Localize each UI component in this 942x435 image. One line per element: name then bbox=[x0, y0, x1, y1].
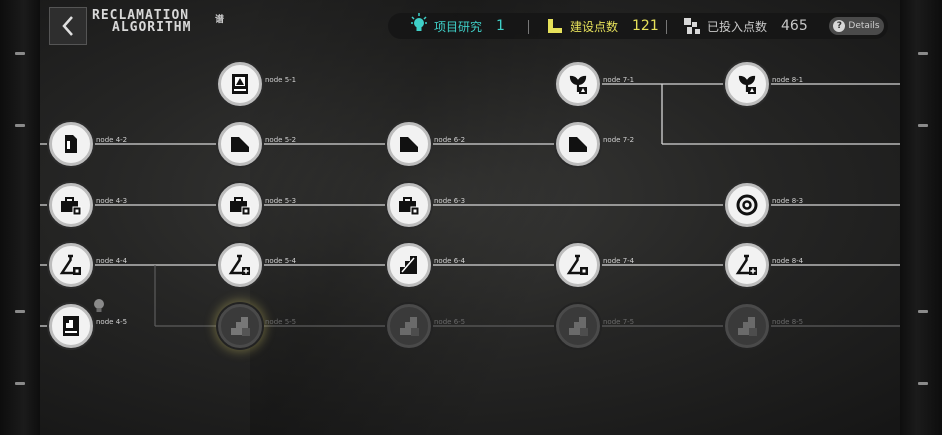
logo-line-2: ALGORITHM bbox=[112, 20, 192, 35]
briefcase-icon bbox=[61, 197, 82, 216]
right-bezel bbox=[900, 0, 942, 435]
node-6-2-label: node 6-2 bbox=[434, 136, 466, 144]
briefcase-icon bbox=[399, 197, 420, 216]
node-4-2[interactable] bbox=[49, 122, 93, 166]
node-6-4[interactable] bbox=[387, 243, 431, 287]
chevron-left-icon bbox=[62, 16, 73, 36]
node-7-2-label: node 7-2 bbox=[603, 136, 635, 144]
stairs-icon bbox=[400, 256, 417, 274]
node-8-3[interactable] bbox=[725, 183, 769, 227]
node-6-3-label: node 6-3 bbox=[434, 197, 466, 205]
node-5-4[interactable] bbox=[218, 243, 262, 287]
node-7-5-label: node 7-5 bbox=[603, 318, 635, 326]
flask-icon bbox=[59, 254, 81, 275]
node-4-5[interactable] bbox=[49, 304, 93, 348]
ramp-icon bbox=[400, 137, 418, 152]
node-8-3-label: node 8-3 bbox=[772, 197, 804, 205]
research-value: 1 bbox=[496, 18, 505, 34]
node-4-5-label: node 4-5 bbox=[96, 318, 128, 326]
node-5-2[interactable] bbox=[218, 122, 262, 166]
node-6-2[interactable] bbox=[387, 122, 431, 166]
node-4-3-label: node 4-3 bbox=[96, 197, 128, 205]
invested-stat: 已投入点数 465 bbox=[683, 13, 808, 39]
build-stat: 建设点数 121 bbox=[546, 13, 659, 39]
node-8-1[interactable] bbox=[725, 62, 769, 106]
help-icon: ? bbox=[833, 20, 846, 32]
node-7-5[interactable] bbox=[556, 304, 600, 348]
build-label: 建设点数 bbox=[570, 19, 619, 34]
node-6-4-label: node 6-4 bbox=[434, 257, 466, 265]
blocks-icon bbox=[684, 18, 700, 34]
node-6-3[interactable] bbox=[387, 183, 431, 227]
back-button[interactable] bbox=[49, 7, 87, 45]
plan-card-icon bbox=[232, 74, 248, 94]
node-5-1[interactable] bbox=[218, 62, 262, 106]
build-icon bbox=[548, 19, 562, 33]
stairs-icon bbox=[569, 317, 588, 336]
flask-icon bbox=[228, 254, 250, 275]
node-6-5-label: node 6-5 bbox=[434, 318, 466, 326]
flask-icon bbox=[735, 254, 757, 275]
stairs-icon bbox=[400, 317, 419, 336]
stairs-icon bbox=[231, 317, 250, 336]
flask-icon bbox=[566, 254, 588, 275]
node-7-1[interactable] bbox=[556, 62, 600, 106]
logo-line-1: RECLAMATION bbox=[92, 8, 190, 23]
node-6-5[interactable] bbox=[387, 304, 431, 348]
invested-label: 已投入点数 bbox=[707, 19, 768, 34]
resource-bar: 项目研究 1 建设点数 121 已投入点数 465 bbox=[388, 13, 888, 39]
invested-value: 465 bbox=[781, 18, 808, 34]
research-stat: 项目研究 1 bbox=[410, 13, 505, 39]
plant-icon bbox=[569, 75, 587, 94]
briefcase-icon bbox=[230, 197, 251, 216]
divider bbox=[666, 20, 667, 34]
research-label: 项目研究 bbox=[434, 19, 483, 34]
details-label: Details bbox=[848, 21, 880, 31]
node-7-4-label: node 7-4 bbox=[603, 257, 635, 265]
node-7-2[interactable] bbox=[556, 122, 600, 166]
lightbulb-icon bbox=[411, 13, 427, 31]
node-7-4[interactable] bbox=[556, 243, 600, 287]
node-8-4[interactable] bbox=[725, 243, 769, 287]
build-value: 121 bbox=[632, 18, 659, 34]
door-icon bbox=[65, 135, 77, 153]
node-5-5[interactable] bbox=[218, 304, 262, 348]
node-8-1-label: node 8-1 bbox=[772, 76, 804, 84]
left-bezel bbox=[0, 0, 40, 435]
node-5-1-label: node 5-1 bbox=[265, 76, 297, 84]
plant-icon bbox=[738, 75, 756, 94]
node-5-2-label: node 5-2 bbox=[265, 136, 297, 144]
node-8-4-label: node 8-4 bbox=[772, 257, 804, 265]
stairs-icon bbox=[738, 317, 757, 336]
divider bbox=[528, 20, 529, 34]
node-5-3[interactable] bbox=[218, 183, 262, 227]
node-5-3-label: node 5-3 bbox=[265, 197, 297, 205]
node-4-3[interactable] bbox=[49, 183, 93, 227]
node-4-4[interactable] bbox=[49, 243, 93, 287]
node-8-5[interactable] bbox=[725, 304, 769, 348]
logo-tag: 谱 bbox=[215, 15, 226, 25]
node-4-2-label: node 4-2 bbox=[96, 136, 128, 144]
node-7-1-label: node 7-1 bbox=[603, 76, 635, 84]
node-5-4-label: node 5-4 bbox=[265, 257, 297, 265]
plan-card-icon bbox=[63, 316, 79, 336]
node-4-4-label: node 4-4 bbox=[96, 257, 128, 265]
ramp-icon bbox=[569, 137, 587, 152]
details-button[interactable]: ? Details bbox=[829, 17, 884, 35]
game-logo: RECLAMATION ALGORITHM 谱 bbox=[92, 8, 224, 35]
node-5-5-label: node 5-5 bbox=[265, 318, 297, 326]
lightbulb-icon bbox=[94, 299, 104, 312]
node-8-5-label: node 8-5 bbox=[772, 318, 804, 326]
ramp-icon bbox=[231, 137, 249, 152]
target-icon bbox=[736, 194, 758, 216]
